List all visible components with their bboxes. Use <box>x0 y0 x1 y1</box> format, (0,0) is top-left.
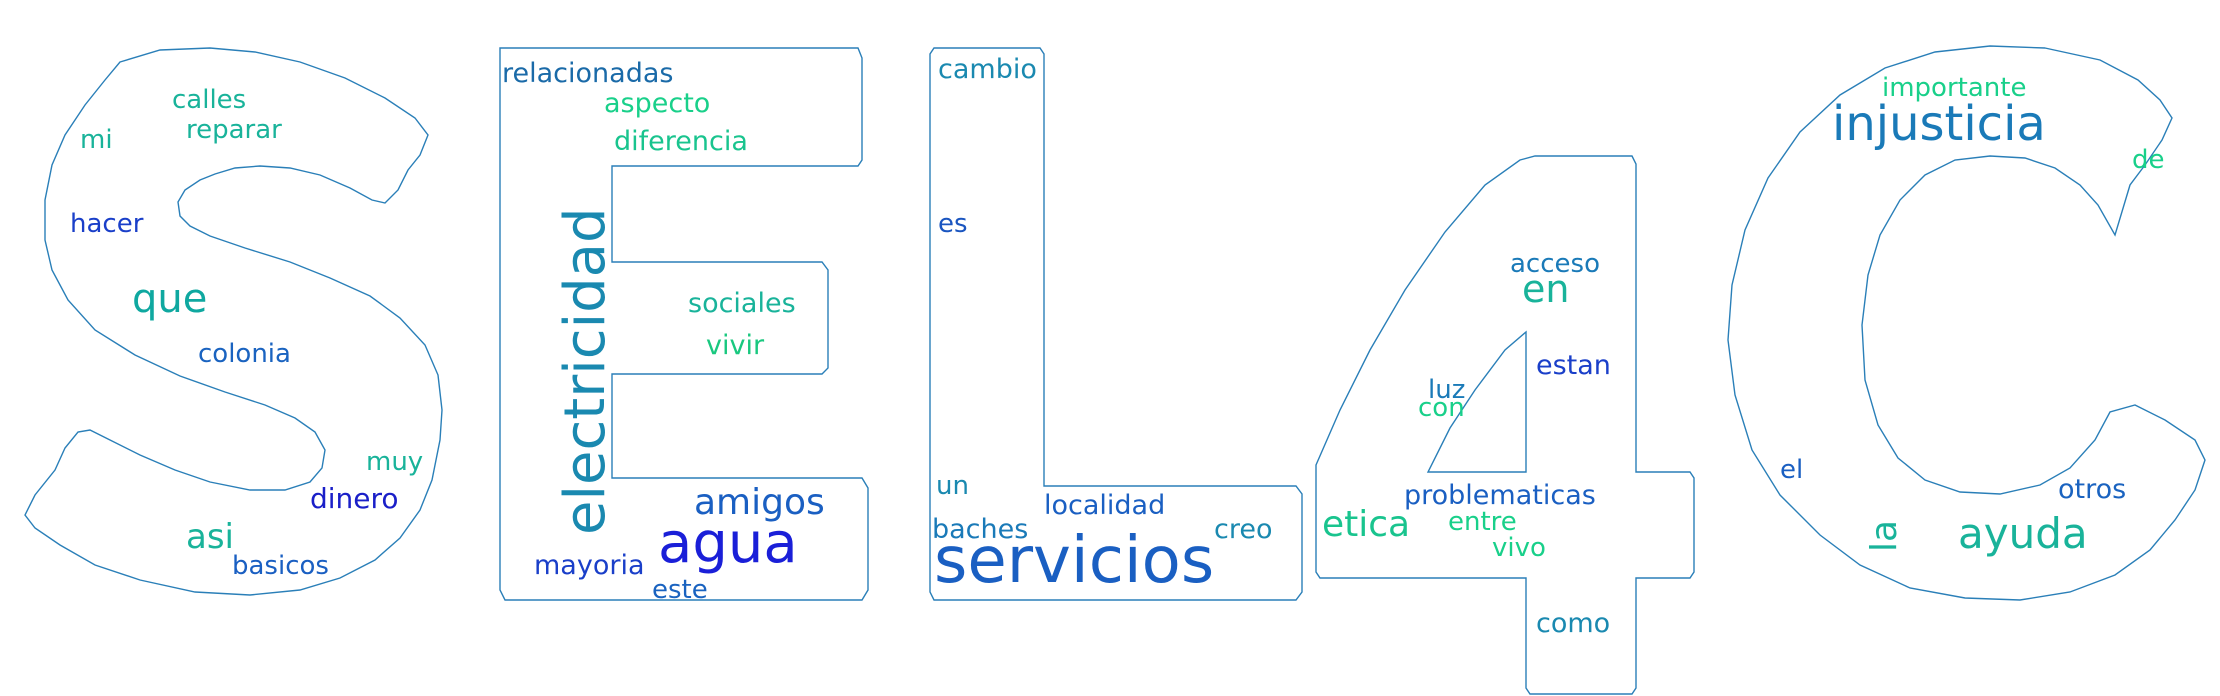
word-como: como <box>1536 608 1610 639</box>
word-otros: otros <box>2058 474 2126 505</box>
word-entre: entre <box>1448 507 1517 537</box>
word-estan: estan <box>1536 350 1611 381</box>
word-que: que <box>132 276 207 322</box>
word-luz: luz <box>1428 375 1465 405</box>
word-importante: importante <box>1882 73 2026 103</box>
word-problematicas: problematicas <box>1404 480 1596 511</box>
word-agua: agua <box>658 511 798 576</box>
word-de: de <box>2132 145 2165 175</box>
word-creo: creo <box>1214 514 1272 545</box>
letter-c-outline <box>1727 45 2206 601</box>
word-calles: calles <box>172 85 246 115</box>
digit-4-outline <box>1315 155 1695 695</box>
word-ayuda: ayuda <box>1958 509 2088 558</box>
word-localidad: localidad <box>1044 490 1165 521</box>
letter-outlines <box>24 45 2206 695</box>
word-este: este <box>652 575 708 605</box>
word-hacer: hacer <box>70 209 144 239</box>
word-baches: baches <box>932 514 1028 545</box>
word-en: en <box>1522 267 1569 311</box>
word-etica: etica <box>1322 504 1410 545</box>
word-mayoria: mayoria <box>534 550 645 581</box>
word-es: es <box>938 209 968 239</box>
word-mi: mi <box>80 125 113 155</box>
word-con: con <box>1418 393 1465 423</box>
word-electricidad: electricidad <box>553 207 618 535</box>
words: calles reparar mi hacer que colonia muy … <box>70 54 2165 639</box>
word-colonia: colonia <box>198 339 291 369</box>
word-relacionadas: relacionadas <box>502 58 673 89</box>
word-basicos: basicos <box>232 551 329 581</box>
letter-e-outline <box>499 47 869 601</box>
word-el: el <box>1780 455 1803 485</box>
word-amigos: amigos <box>694 482 825 523</box>
word-asi: asi <box>186 517 234 557</box>
word-dinero: dinero <box>310 482 399 515</box>
letter-l-outline <box>929 47 1303 601</box>
word-la: la <box>1864 520 1905 552</box>
word-muy: muy <box>366 447 423 477</box>
word-acceso: acceso <box>1510 249 1600 279</box>
word-aspecto: aspecto <box>604 88 710 119</box>
word-diferencia: diferencia <box>614 126 748 157</box>
word-vivir: vivir <box>706 330 765 361</box>
word-sociales: sociales <box>688 288 796 319</box>
letter-s-outline <box>24 47 443 596</box>
word-cambio: cambio <box>938 54 1037 85</box>
word-reparar: reparar <box>186 115 282 145</box>
word-un: un <box>936 471 969 501</box>
word-servicios: servicios <box>934 524 1214 598</box>
word-injusticia: injusticia <box>1832 96 2046 152</box>
word-vivo: vivo <box>1492 533 1546 563</box>
